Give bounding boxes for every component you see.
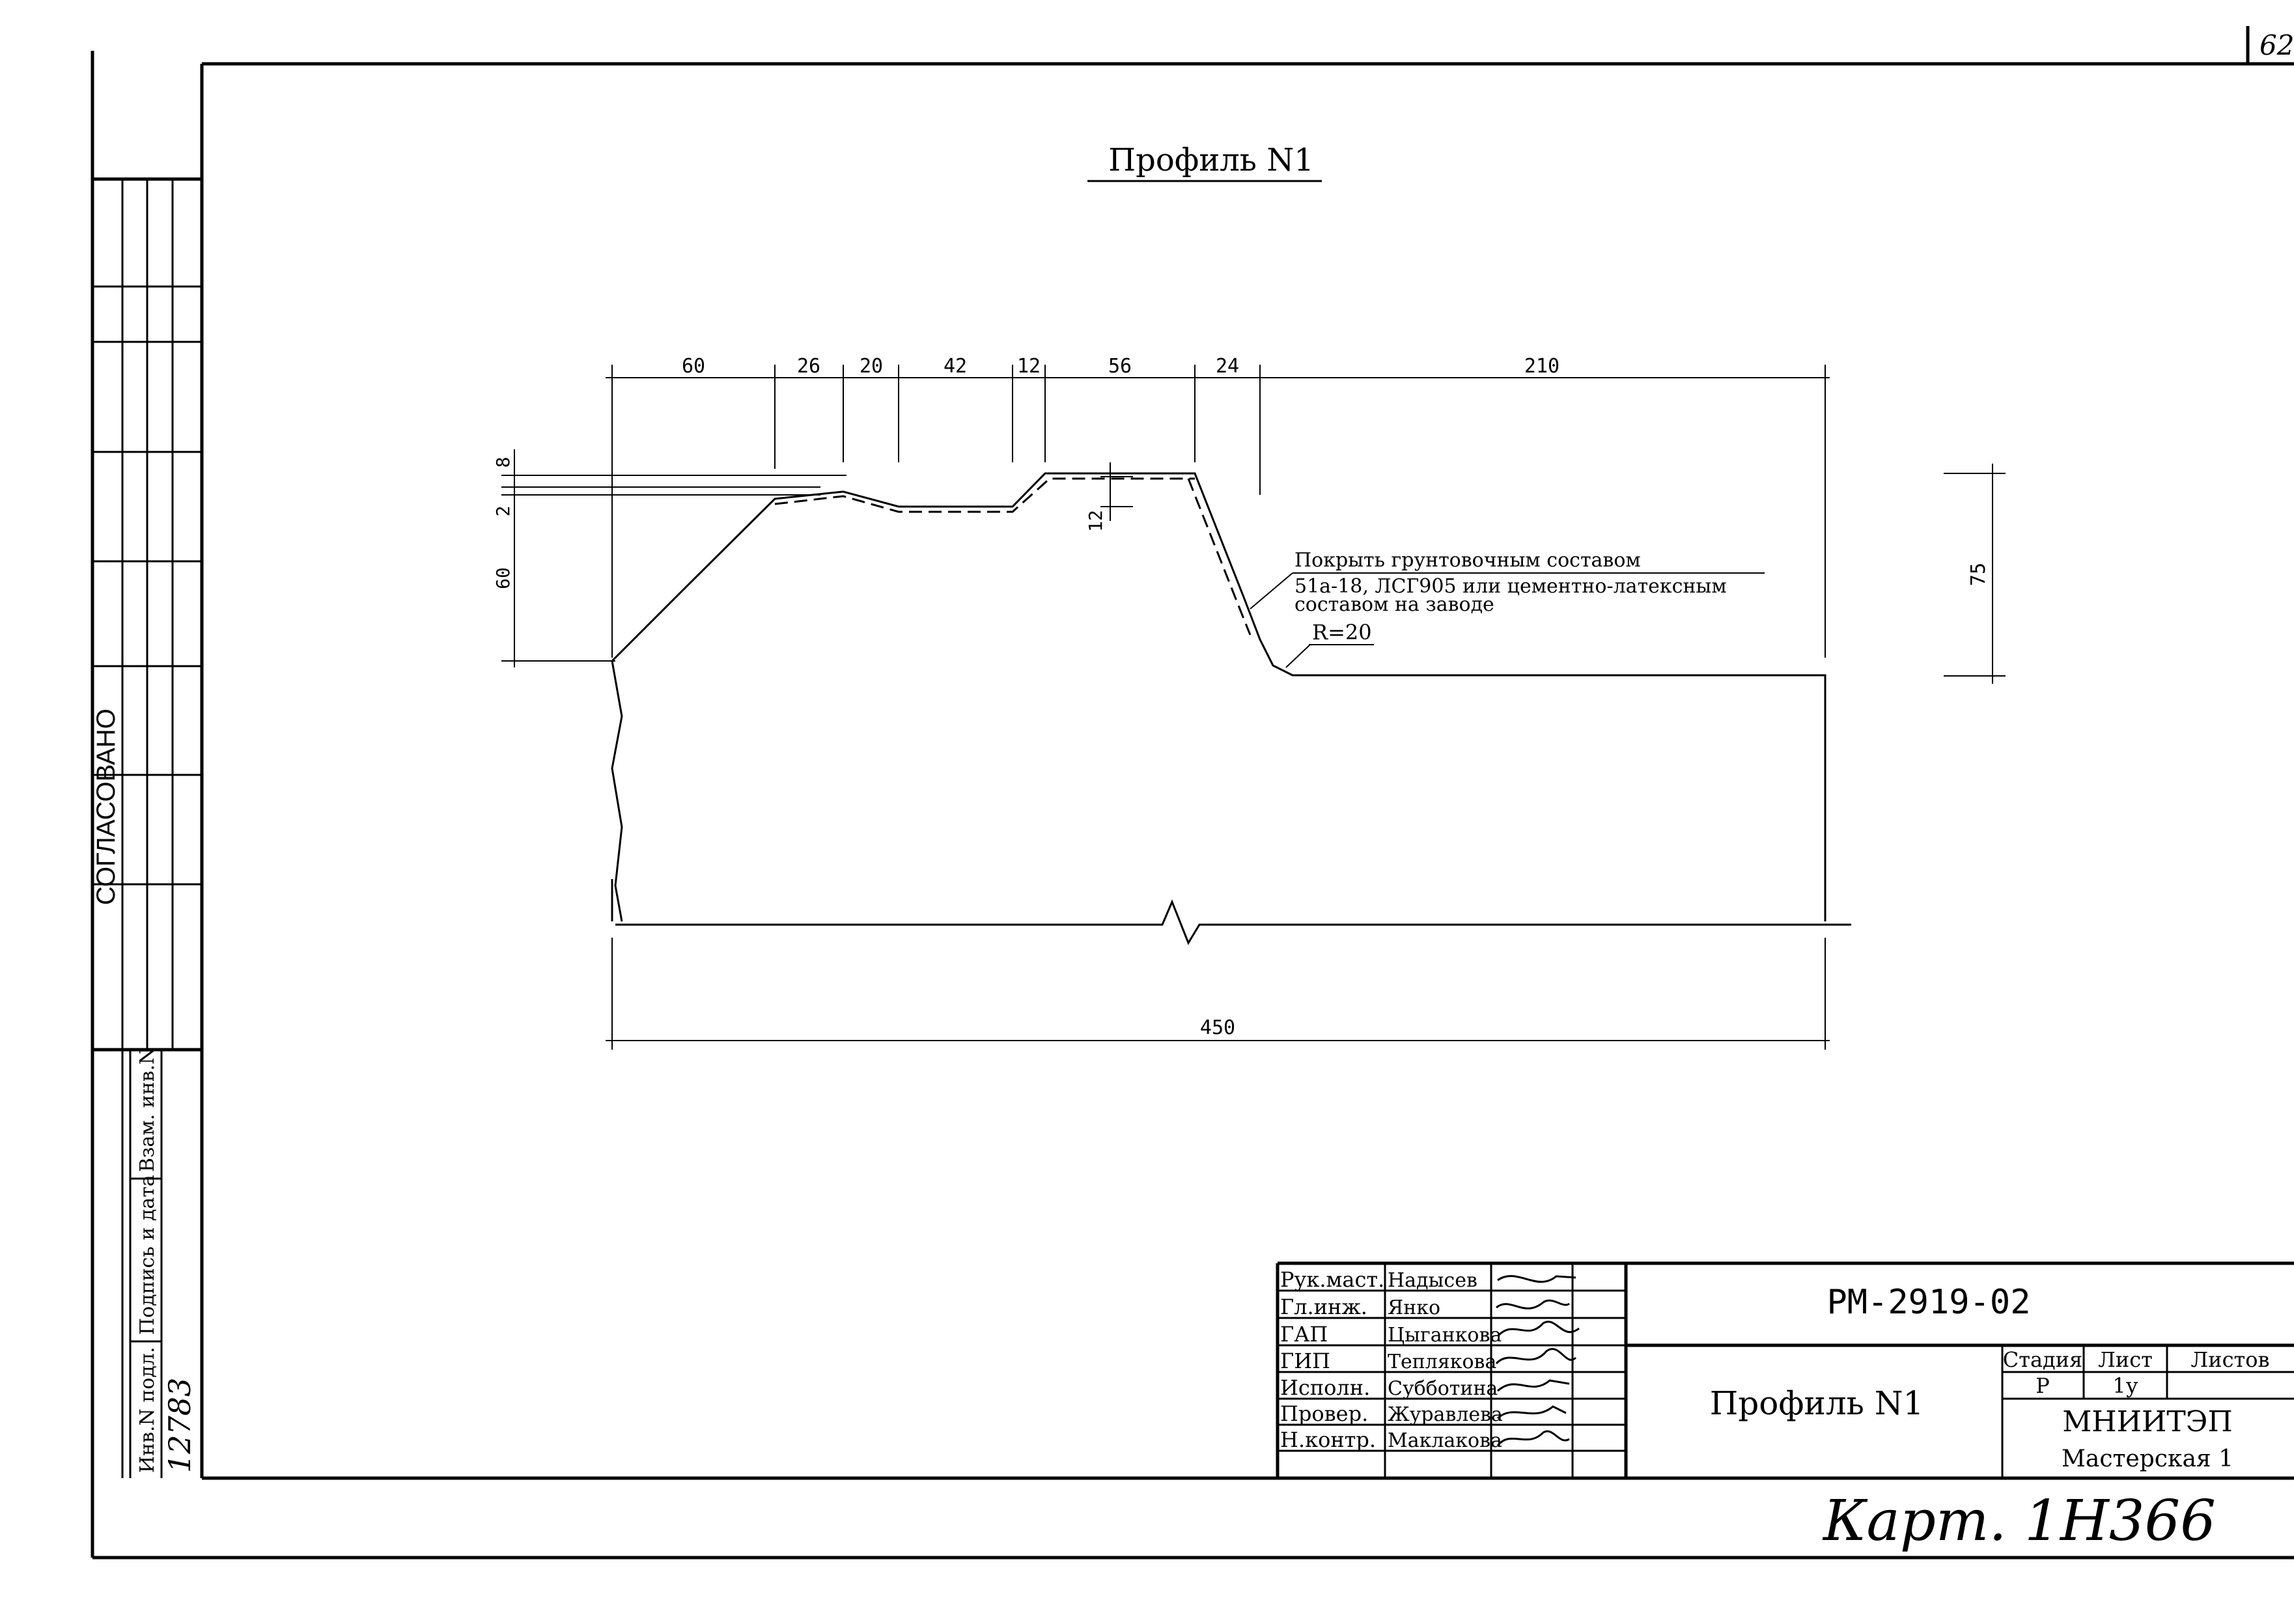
step-dimension xyxy=(1100,462,1133,521)
role-5: Исполн. xyxy=(1280,1375,1370,1400)
name-7: Маклакова xyxy=(1388,1429,1502,1452)
name-5: Субботина xyxy=(1388,1377,1498,1400)
signatures xyxy=(1495,1275,1580,1446)
dim-top-6: 56 xyxy=(1108,355,1132,378)
name-2: Янко xyxy=(1388,1296,1440,1319)
replace-inv-label: Взам. инв.N xyxy=(136,1048,159,1172)
name-6: Журавлева xyxy=(1388,1403,1503,1426)
name-4: Теплякова xyxy=(1388,1351,1496,1373)
dim-top-8: 210 xyxy=(1524,355,1560,378)
name-3: Цыганкова xyxy=(1388,1324,1502,1347)
left-dimension-chain xyxy=(501,449,846,667)
radius-leader xyxy=(1285,644,1311,668)
dim-step-12: 12 xyxy=(1085,510,1106,532)
dim-left-8: 8 xyxy=(492,457,514,468)
left-stamp xyxy=(92,177,202,1478)
stage-label: Стадия xyxy=(2003,1347,2082,1372)
bottom-dimension xyxy=(606,938,1830,1050)
dim-top-5: 12 xyxy=(1017,355,1041,378)
base-line xyxy=(615,899,1851,945)
sheet-frame xyxy=(91,26,2294,1560)
sheet-label: Лист xyxy=(2098,1347,2153,1372)
dim-bottom-450: 450 xyxy=(1200,1016,1235,1039)
dim-right-75: 75 xyxy=(1967,563,1990,586)
radius-label: R=20 xyxy=(1312,620,1372,645)
sheet-value: 1у xyxy=(2112,1373,2138,1398)
name-1: Надысев xyxy=(1388,1269,1477,1292)
dim-left-2: 2 xyxy=(492,506,514,517)
note-line-1: Покрыть грунтовочным составом xyxy=(1294,549,1641,572)
dim-top-2: 26 xyxy=(797,355,820,378)
drawing-title: Профиль N1 xyxy=(1108,142,1313,178)
note-line-3: составом на заводе xyxy=(1294,593,1494,616)
organization: МНИИТЭП xyxy=(2062,1405,2233,1438)
right-dimension xyxy=(1944,464,2006,684)
dim-top-4: 42 xyxy=(944,355,967,378)
document-code: РМ-2919-02 xyxy=(1826,1283,2030,1322)
stage-value: Р xyxy=(2035,1373,2050,1398)
dim-left-60: 60 xyxy=(492,567,514,589)
sheet-title: Профиль N1 xyxy=(1710,1384,1924,1422)
sheet-number: 62 xyxy=(2259,29,2294,61)
footer-note: Карт. 1Н366 xyxy=(1822,1489,2216,1554)
role-7: Н.контр. xyxy=(1280,1427,1376,1452)
role-2: Гл.инж. xyxy=(1280,1295,1367,1319)
agreed-label: СОГЛАСОВАНО xyxy=(92,708,120,905)
role-6: Провер. xyxy=(1280,1401,1368,1426)
role-3: ГАП xyxy=(1280,1322,1328,1347)
note-line-2: 51а-18, ЛСГ905 или цементно-латексным xyxy=(1294,575,1727,598)
sheets-label: Листов xyxy=(2191,1347,2270,1372)
role-4: ГИП xyxy=(1280,1349,1330,1373)
top-dimension-chain xyxy=(606,365,1830,658)
role-1: Рук.маст. xyxy=(1280,1267,1384,1292)
dim-top-1: 60 xyxy=(682,355,705,378)
title-block xyxy=(1276,1261,2294,1478)
department: Мастерская 1 xyxy=(2062,1446,2233,1472)
inv-number-label: Инв.N подл. xyxy=(136,1347,159,1474)
sign-date-label: Подпись и дата xyxy=(136,1175,159,1335)
inv-number-value: 12783 xyxy=(162,1378,197,1473)
dim-top-7: 24 xyxy=(1216,355,1239,378)
dim-top-3: 20 xyxy=(860,355,883,378)
note-leader xyxy=(1250,572,1293,609)
profile-outline xyxy=(611,472,1826,922)
